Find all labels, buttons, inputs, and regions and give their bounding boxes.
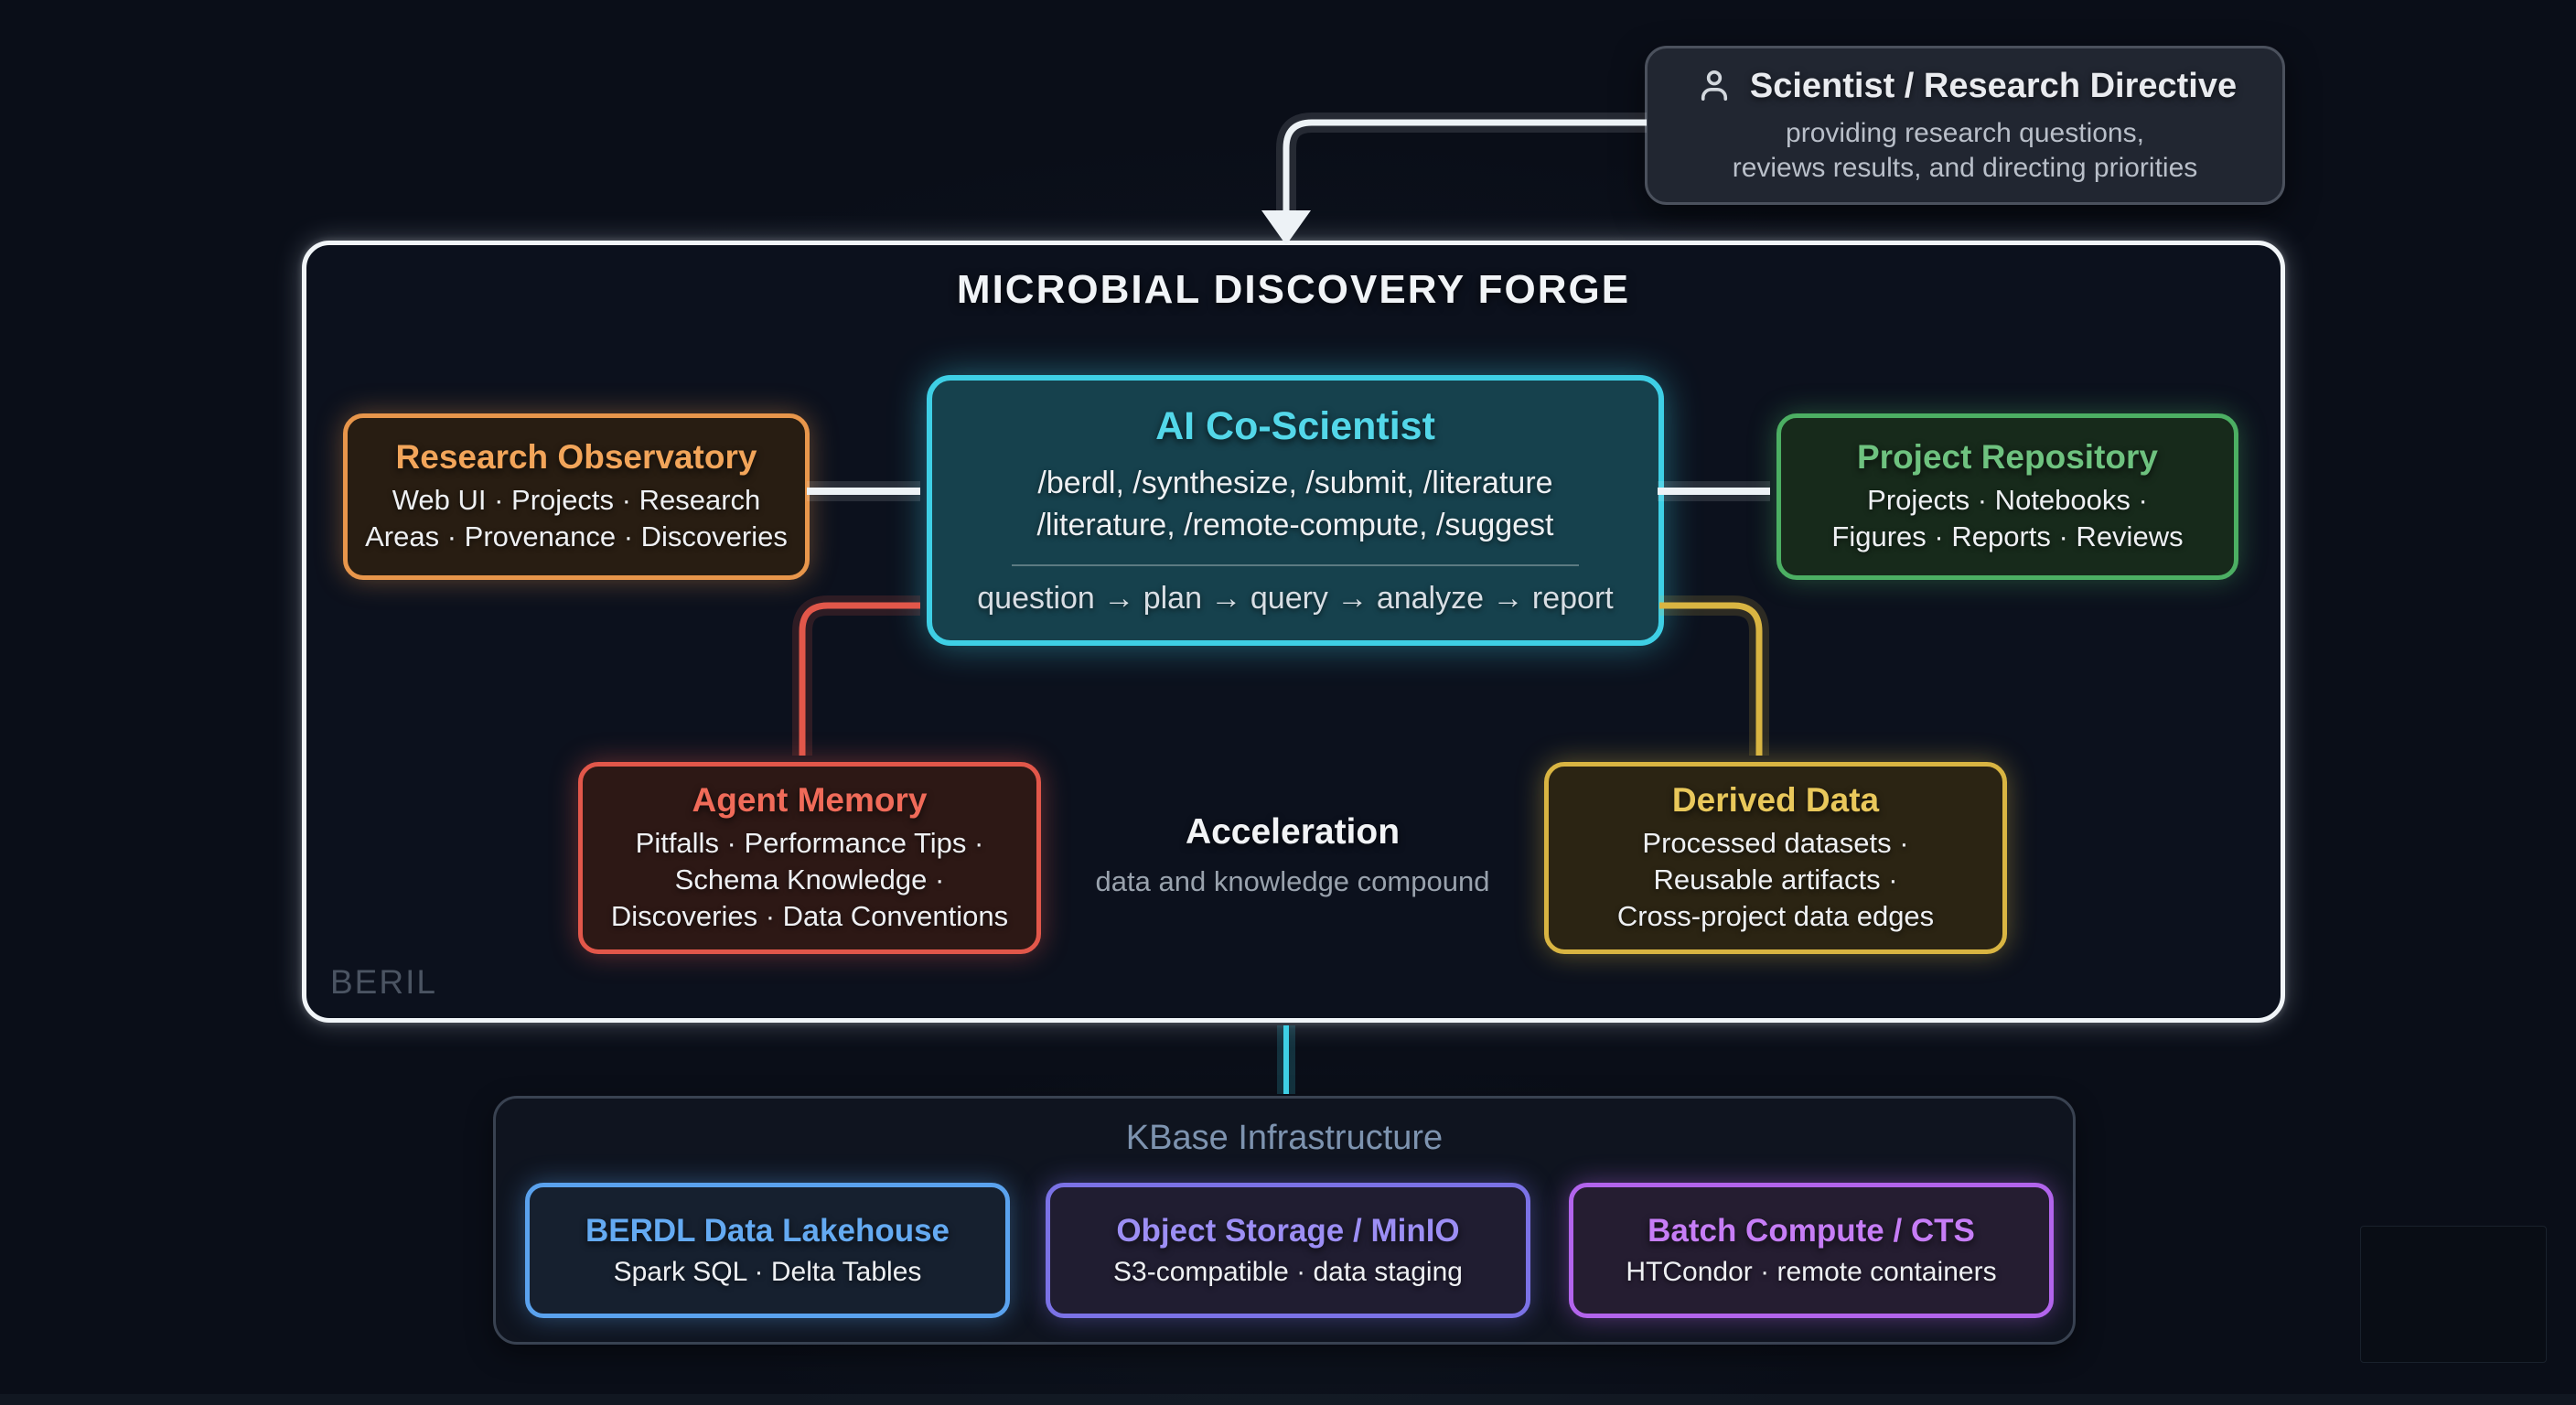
beril-watermark: BERIL (330, 963, 437, 1001)
agent-memory-node: Agent Memory Pitfalls · Performance Tips… (578, 762, 1041, 954)
scientist-subtitle: providing research questions, reviews re… (1732, 118, 2198, 183)
berdl-lakehouse-body: Spark SQL · Delta Tables (613, 1257, 922, 1287)
acceleration-title: Acceleration (1185, 812, 1401, 852)
derived-data-node: Derived Data Processed datasets · Reusab… (1544, 762, 2007, 954)
kbase-title: KBase Infrastructure (1125, 1119, 1444, 1157)
agent-memory-body: Pitfalls · Performance Tips · Schema Kno… (610, 827, 1009, 932)
scientist-card-header: Scientist / Research Directive (1693, 65, 2237, 107)
scientist-to-forge-arrow (1283, 119, 1647, 212)
scientist-to-forge-arrow-glow (1276, 113, 1647, 212)
scientist-title: Scientist / Research Directive (1749, 66, 2238, 105)
object-storage-title: Object Storage / MinIO (1116, 1213, 1460, 1249)
project-repository-body: Projects · Notebooks · Figures · Reports… (1831, 484, 2184, 552)
project-repository-title: Project Repository (1857, 438, 2158, 476)
ai-divider (1012, 564, 1579, 566)
person-icon (1701, 70, 1727, 102)
background-panel-artifact (2360, 1226, 2547, 1363)
derived-data-title: Derived Data (1671, 781, 1880, 819)
ai-co-scientist-node: AI Co-Scientist /berdl, /synthesize, /su… (927, 375, 1664, 646)
agent-memory-title: Agent Memory (692, 781, 928, 819)
research-observatory-body: Web UI · Projects · Research Areas · Pro… (365, 484, 788, 552)
berdl-lakehouse-node: BERDL Data Lakehouse Spark SQL · Delta T… (525, 1183, 1010, 1318)
bottom-edge-strip (0, 1394, 2576, 1405)
batch-compute-title: Batch Compute / CTS (1648, 1213, 1975, 1249)
berdl-lakehouse-title: BERDL Data Lakehouse (585, 1213, 950, 1249)
acceleration-subtitle: data and knowledge compound (1095, 865, 1490, 897)
acceleration-label: Acceleration data and knowledge compound (1018, 812, 1567, 898)
ai-pipeline: question → plan → query → analyze → repo… (977, 581, 1614, 616)
kbase-container: KBase Infrastructure BERDL Data Lakehous… (493, 1096, 2076, 1345)
forge-title: MICROBIAL DISCOVERY FORGE (956, 267, 1631, 312)
forge-container: MICROBIAL DISCOVERY FORGE Research Obser… (302, 241, 2285, 1023)
research-observatory-title: Research Observatory (395, 438, 757, 476)
project-repository-node: Project Repository Projects · Notebooks … (1776, 413, 2238, 580)
batch-compute-body: HTCondor · remote containers (1626, 1257, 1997, 1287)
scientist-card: Scientist / Research Directive providing… (1645, 46, 2285, 205)
research-observatory-node: Research Observatory Web UI · Projects ·… (343, 413, 810, 580)
batch-compute-node: Batch Compute / CTS HTCondor · remote co… (1569, 1183, 2054, 1318)
ai-co-scientist-title: AI Co-Scientist (1155, 404, 1435, 448)
ai-commands: /berdl, /synthesize, /submit, /literatur… (1036, 466, 1554, 542)
object-storage-body: S3-compatible · data staging (1113, 1257, 1463, 1287)
object-storage-node: Object Storage / MinIO S3-compatible · d… (1046, 1183, 1530, 1318)
derived-data-body: Processed datasets · Reusable artifacts … (1616, 827, 1935, 932)
